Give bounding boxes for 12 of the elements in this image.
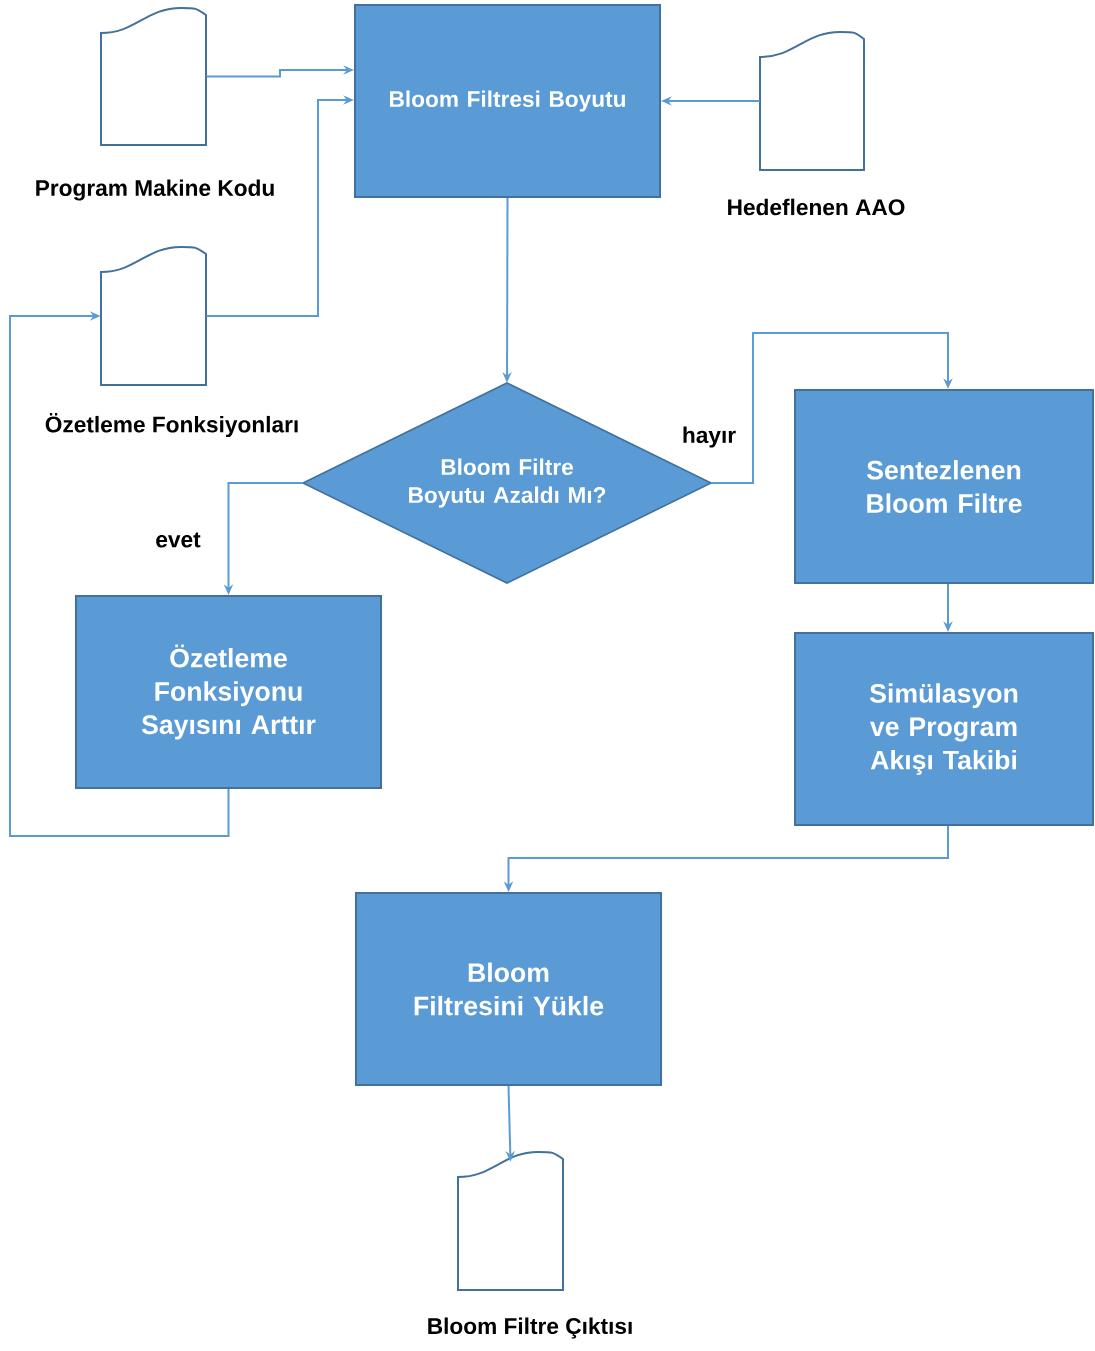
process-box: Özetleme Fonksiyonu Sayısını Arttır <box>74 595 383 789</box>
process-box: Sentezlenen Bloom Filtre <box>794 388 1094 585</box>
document-label: Hedeflenen AAO <box>728 198 905 216</box>
document-label: Özetleme Fonksiyonları <box>45 412 298 438</box>
document-label: Bloom Filtre Çıktısı <box>428 1317 632 1339</box>
edge-label: evet <box>152 529 204 551</box>
document-label: Program Makine Kodu <box>36 179 274 201</box>
process-box: Bloom Filtresi Boyutu <box>353 4 662 198</box>
arrow <box>9 311 230 837</box>
process-box: Bloom Filtresini Yükle <box>354 892 663 1086</box>
process-box: Simülasyon ve Program Akışı Takibi <box>794 632 1094 826</box>
arrow <box>710 332 953 484</box>
